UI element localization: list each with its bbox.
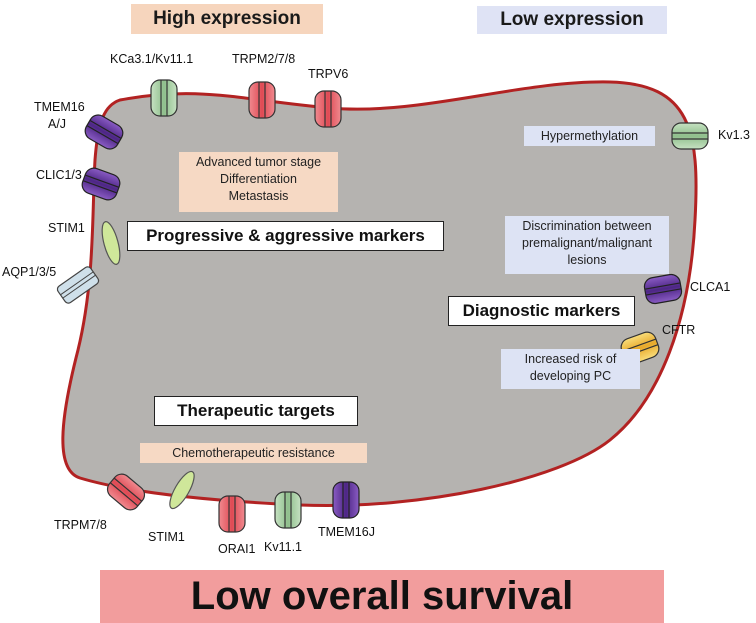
channel-tmem16j-icon xyxy=(332,481,360,519)
label-clca1: CLCA1 xyxy=(690,280,731,294)
label-trpm278: TRPM2/7/8 xyxy=(232,52,296,66)
label-tmem16aj-line1: TMEM16 xyxy=(34,100,85,114)
channel-kv13-icon xyxy=(671,122,709,150)
progressive-note-line2: Differentiation xyxy=(220,172,297,186)
label-clic13: CLIC1/3 xyxy=(36,168,82,182)
low-overall-survival-banner: Low overall survival xyxy=(100,570,664,623)
channel-aqp135-icon xyxy=(56,266,100,304)
channel-stim1-left-icon xyxy=(101,221,121,265)
label-trpv6: TRPV6 xyxy=(308,67,349,81)
label-stim1-left: STIM1 xyxy=(48,221,85,235)
discrimination-note-line2: premalignant/malignant xyxy=(522,236,652,250)
channel-kca31-icon xyxy=(150,79,178,117)
label-aqp135: AQP1/3/5 xyxy=(2,265,57,279)
progressive-note: Advanced tumor stage Differentiation Met… xyxy=(179,152,338,212)
channel-clca1-icon xyxy=(643,273,683,305)
discrimination-note-line1: Discrimination between xyxy=(522,219,652,233)
hypermethylation-note: Hypermethylation xyxy=(524,126,655,146)
therapeutic-targets-box: Therapeutic targets xyxy=(154,396,358,426)
channel-trpm78-icon xyxy=(106,473,146,511)
label-tmem16aj-line2: A/J xyxy=(48,117,67,131)
increased-risk-note: Increased risk of developing PC xyxy=(501,349,640,389)
label-stim1-bottom: STIM1 xyxy=(148,530,185,544)
increased-risk-note-line1: Increased risk of xyxy=(524,352,617,366)
channel-trpm278-icon xyxy=(248,81,276,119)
progressive-note-line3: Metastasis xyxy=(228,189,289,203)
channel-stim1-bottom-icon xyxy=(169,470,195,510)
label-trpm78: TRPM7/8 xyxy=(54,518,107,532)
channel-orai1-icon xyxy=(218,495,246,533)
label-kv111: Kv11.1 xyxy=(264,540,302,554)
channel-kv111-icon xyxy=(274,491,302,529)
discrimination-note-line3: lesions xyxy=(567,253,607,267)
diagnostic-markers-box: Diagnostic markers xyxy=(448,296,635,326)
label-kv13: Kv1.3 xyxy=(718,128,750,142)
progressive-markers-box: Progressive & aggressive markers xyxy=(127,221,444,251)
channel-clic13-icon xyxy=(81,167,121,201)
channel-trpv6-icon xyxy=(314,90,342,128)
channel-tmem16aj-icon xyxy=(84,114,124,150)
label-kca31: KCa3.1/Kv11.1 xyxy=(110,52,194,66)
high-expression-header: High expression xyxy=(131,4,323,34)
progressive-note-line1: Advanced tumor stage xyxy=(195,155,322,169)
label-cftr: CFTR xyxy=(662,323,696,337)
increased-risk-note-line2: developing PC xyxy=(529,369,612,383)
discrimination-note: Discrimination between premalignant/mali… xyxy=(505,216,669,274)
low-expression-header: Low expression xyxy=(477,6,667,34)
label-orai1: ORAI1 xyxy=(218,542,256,556)
label-tmem16j: TMEM16J xyxy=(318,525,375,539)
chemo-note: Chemotherapeutic resistance xyxy=(140,443,367,463)
